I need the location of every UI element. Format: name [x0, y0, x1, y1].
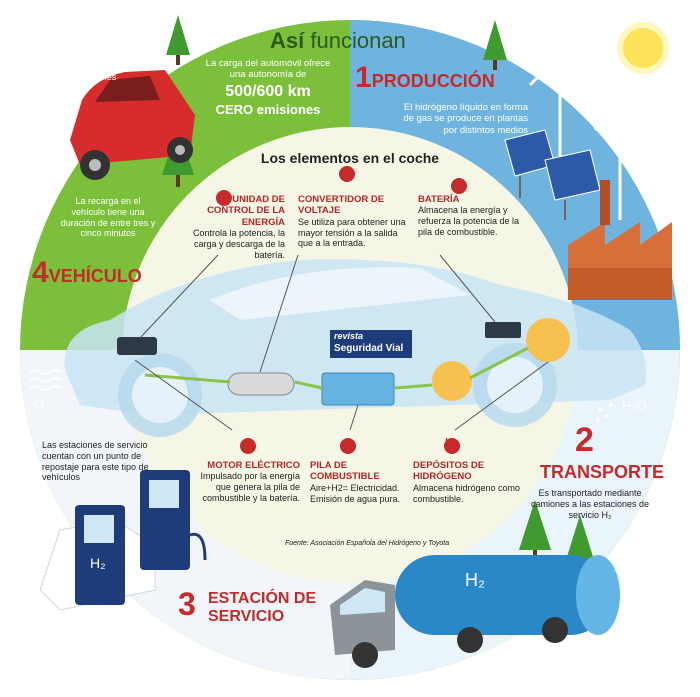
truck-h2-label: H₂ — [465, 570, 485, 590]
hydrogen-truck-icon — [330, 555, 620, 668]
stage-station-label: ESTACIÓN DE SERVICIO — [208, 590, 317, 626]
stage-vehicle: 4VEHÍCULO — [32, 256, 142, 289]
h2o-marker: H₂O — [622, 398, 647, 413]
inner-heading: Los elementos en el coche — [260, 150, 440, 166]
fuel-cell-icon — [340, 438, 356, 454]
stage-production: 1PRODUCCIÓN — [355, 61, 495, 94]
electric-motor-icon — [240, 438, 256, 454]
magazine-logo — [330, 330, 412, 358]
h2-badge: H₂ — [445, 437, 457, 448]
water-spray-icon — [596, 403, 613, 422]
emissions-label: emisiones — [75, 72, 117, 82]
page-title: Así funcionan — [270, 28, 406, 53]
logo-line-2: Seguridad Vial — [334, 343, 404, 354]
component-battery: BATERÍA Almacena la energía y refuerza l… — [418, 194, 520, 237]
stage-transport-label: TRANSPORTE — [540, 462, 665, 482]
emissions-number: 0 — [90, 50, 101, 70]
callout-lines — [134, 254, 549, 431]
car-components — [117, 318, 570, 406]
station-desc: Las estaciones de servicio cuentan con u… — [42, 440, 149, 483]
range-zero: CERO emisiones — [215, 102, 321, 117]
component-motor: MOTOR ELÉCTRICO Impulsado por la energía… — [200, 460, 300, 503]
o2-marker: O₂ — [34, 396, 50, 411]
stage-station-number: 3 — [178, 586, 196, 622]
cloud-icon — [53, 47, 140, 93]
transport-desc: Es transportado mediante camiones a las … — [530, 488, 650, 520]
factory-icon — [568, 180, 672, 300]
wind-icon — [29, 369, 61, 391]
range-intro: La carga del automóvil ofrece una autono… — [205, 58, 331, 81]
range-value: 500/600 km — [225, 83, 311, 100]
pump-h2-label: H₂ — [90, 555, 106, 571]
solar-panel-icon — [504, 129, 601, 220]
hydrogen-pump-icon — [39, 470, 207, 611]
component-converter: CONVERTIDOR DE VOLTAJE Se utiliza para o… — [298, 194, 406, 249]
stage-transport-number: 2 — [575, 421, 594, 459]
sun-icon — [623, 28, 663, 68]
wind-turbine-icon — [528, 9, 656, 220]
hydrogen-tank-icon — [444, 438, 460, 454]
production-desc: El hidrógeno líquido en forma de gas se … — [403, 102, 528, 136]
vehicle-desc: La recarga en el vehículo tiene una dura… — [60, 196, 156, 239]
logo-line-1: revista — [334, 331, 364, 341]
control-unit-icon — [216, 190, 232, 206]
source-credit: Fuente: Asociación Española del Hidrógen… — [285, 540, 450, 547]
component-tanks: DEPÓSITOS DE HIDRÓGENO Almacena hidrógen… — [413, 460, 521, 504]
component-fuelcell: PILA DE COMBUSTIBLE Aire+H2= Electricida… — [310, 460, 401, 504]
red-car-icon — [70, 70, 195, 180]
battery-icon — [451, 178, 467, 194]
voltage-converter-icon — [339, 166, 355, 182]
component-control: UNIDAD DE CONTROL DE LA ENERGÍA Controla… — [192, 194, 285, 260]
